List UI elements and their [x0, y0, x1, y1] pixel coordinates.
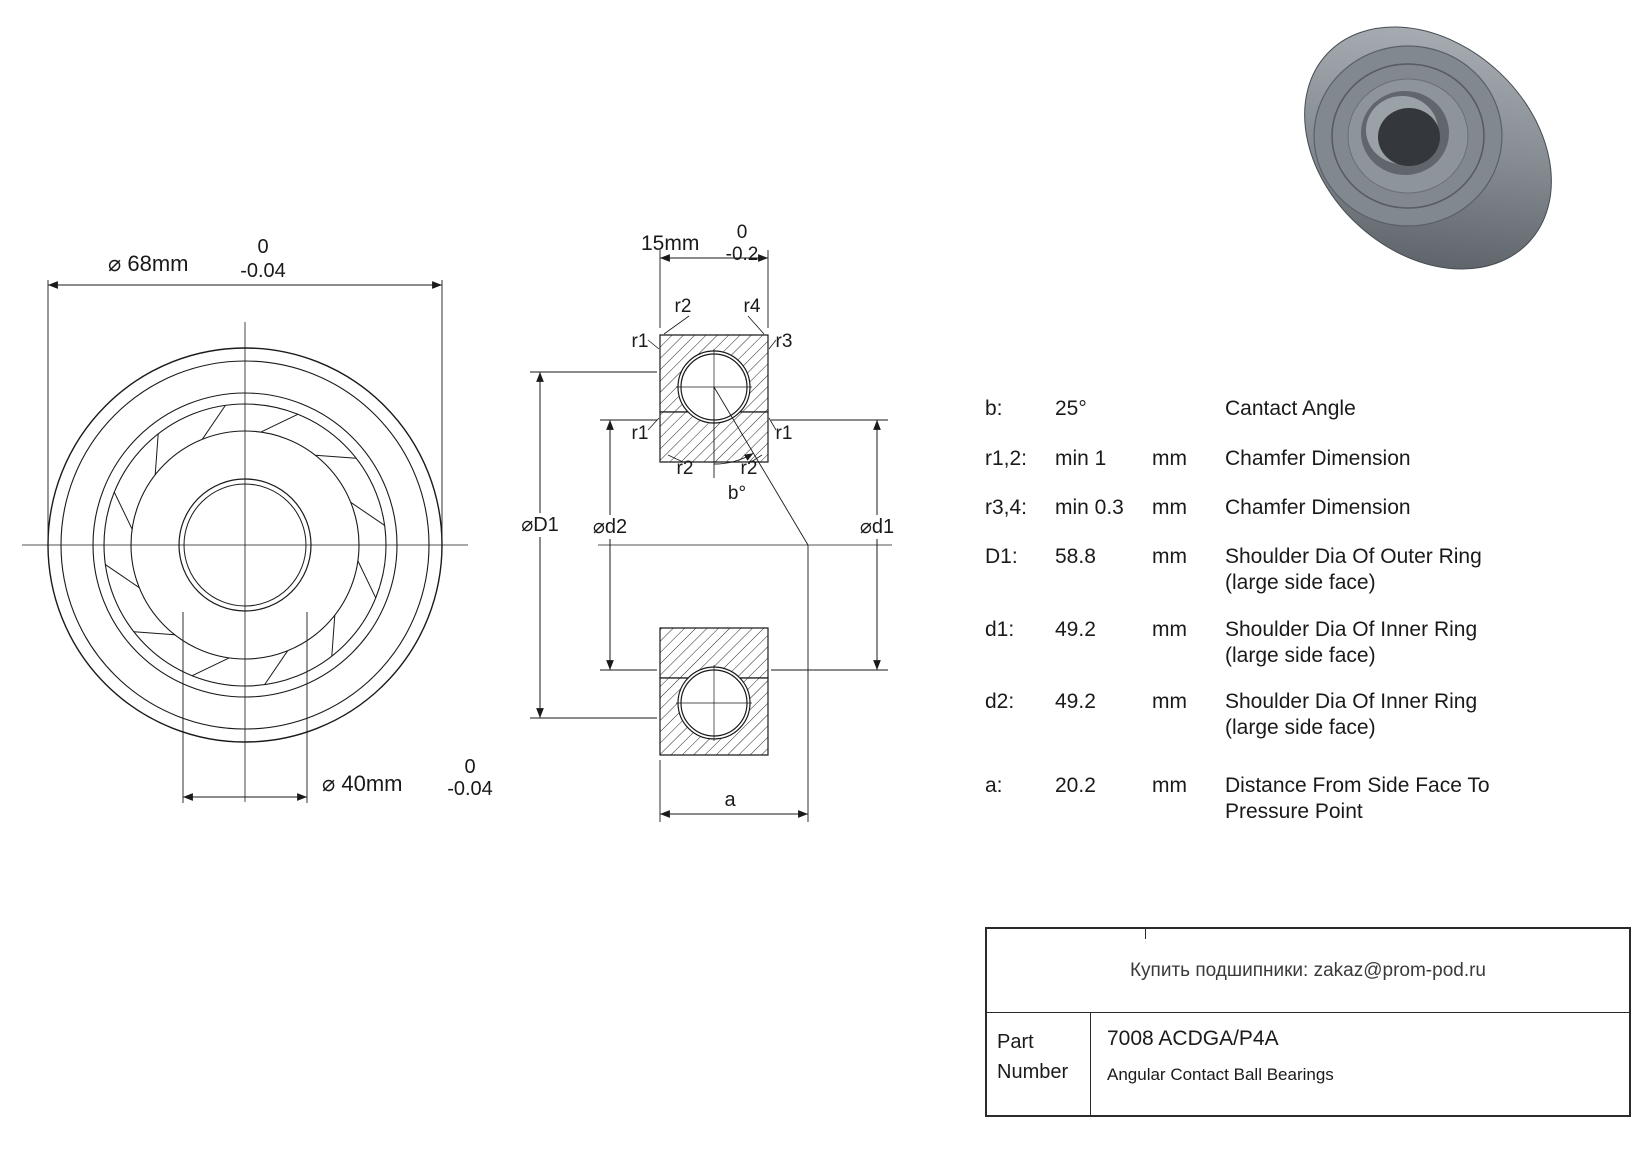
spec-value: 49.2: [1055, 690, 1096, 713]
width-dimension-label: 15mm: [641, 232, 699, 255]
contact-angle-construction: [713, 386, 809, 546]
chamfer-label-r2-bottom-right: r2: [741, 458, 758, 479]
bearing-type-text: Angular Contact Ball Bearings: [1107, 1065, 1334, 1084]
spec-description: Shoulder Dia Of Outer Ring(large side fa…: [1225, 545, 1482, 594]
spec-description: Chamfer Dimension: [1225, 496, 1411, 519]
od-tolerance-upper: 0: [257, 236, 268, 258]
dim-D1-label: ⌀D1: [521, 514, 559, 536]
chamfer-label-r3-top-right: r3: [776, 331, 793, 352]
spec-key: a:: [985, 774, 1003, 797]
bore-tolerance-upper: 0: [464, 756, 475, 778]
dim-d2-label-bg: [586, 515, 635, 539]
spec-row-r34: r3,4: min 0.3 mm Chamfer Dimension: [985, 495, 1630, 521]
spec-unit: mm: [1152, 774, 1187, 797]
dim-a-label: a: [724, 789, 736, 811]
spec-key: r1,2:: [985, 447, 1028, 470]
part-number-value: 7008 ACDGA/P4A: [1107, 1027, 1279, 1050]
spec-description: Shoulder Dia Of Inner Ring(large side fa…: [1225, 690, 1478, 739]
spec-row-D1: D1: 58.8 mm Shoulder Dia Of Outer Ring(l…: [985, 544, 1630, 596]
bore-tolerance-lower: -0.04: [447, 778, 493, 800]
spec-value: 25°: [1055, 397, 1087, 420]
contact-angle-label: b°: [728, 483, 746, 504]
part-number-label: Part Number: [987, 1013, 1091, 1116]
spec-unit: mm: [1152, 545, 1187, 568]
dim-d1-label-bg: [853, 515, 902, 539]
spec-unit: mm: [1152, 690, 1187, 713]
spec-row-r12: r1,2: min 1 mm Chamfer Dimension: [985, 446, 1630, 472]
width-tolerance-upper: 0: [737, 222, 748, 243]
bearing-section-view: [530, 250, 892, 822]
spec-row-d2: d2: 49.2 mm Shoulder Dia Of Inner Ring(l…: [985, 689, 1630, 741]
spec-key: d1:: [985, 618, 1015, 641]
bearing-front-view: [22, 280, 468, 803]
contact-email-text: Купить подшипники: zakaz@prom-pod.ru: [1129, 959, 1487, 981]
spec-key: r3,4:: [985, 496, 1028, 519]
spec-row-b: b: 25° Cantact Angle: [985, 396, 1630, 422]
od-dimension-label: ⌀ 68mm: [108, 251, 188, 276]
spec-description: Cantact Angle: [1225, 397, 1356, 420]
cage-pockets: [105, 405, 385, 685]
spec-description: Shoulder Dia Of Inner Ring(large side fa…: [1225, 618, 1478, 667]
dim-d1-label: ⌀d1: [860, 516, 894, 538]
spec-value: 49.2: [1055, 618, 1096, 641]
title-block-contact-row: Купить подшипники: zakaz@prom-pod.ru: [987, 929, 1629, 1013]
spec-value: min 1: [1055, 447, 1107, 470]
chamfer-label-r2-top: r2: [675, 296, 692, 317]
spec-row-d1: d1: 49.2 mm Shoulder Dia Of Inner Ring(l…: [985, 617, 1630, 669]
chamfer-leaders: [647, 315, 777, 463]
spec-key: D1:: [985, 545, 1018, 568]
part-info-cell: 7008 ACDGA/P4A Angular Contact Ball Bear…: [1091, 1013, 1629, 1116]
title-block-part-row: Part Number 7008 ACDGA/P4A Angular Conta…: [987, 1013, 1629, 1116]
dim-d2-label: ⌀d2: [593, 516, 627, 538]
spec-key: b:: [985, 397, 1003, 420]
chamfer-label-r1-mid-left: r1: [632, 423, 649, 444]
spec-unit: mm: [1152, 496, 1187, 519]
chamfer-label-r4-top: r4: [744, 296, 761, 317]
title-block-tick: [1145, 929, 1146, 939]
chamfer-label-r1-mid-right: r1: [776, 423, 793, 444]
width-tolerance-lower: -0.2: [726, 244, 759, 265]
dim-D1-label-bg: [514, 513, 566, 537]
bore-dimension-label: ⌀ 40mm: [322, 771, 402, 796]
od-tolerance-lower: -0.04: [240, 260, 286, 282]
spec-key: d2:: [985, 690, 1015, 713]
spec-unit: mm: [1152, 447, 1187, 470]
spec-value: 20.2: [1055, 774, 1096, 797]
spec-unit: mm: [1152, 618, 1187, 641]
bearing-3d-render: [1304, 26, 1552, 270]
chamfer-label-r2-bottom-left: r2: [677, 458, 694, 479]
spec-value: 58.8: [1055, 545, 1096, 568]
spec-value: min 0.3: [1055, 496, 1124, 519]
spec-description: Chamfer Dimension: [1225, 447, 1411, 470]
chamfer-label-r1-top-left: r1: [632, 331, 649, 352]
title-block: Купить подшипники: zakaz@prom-pod.ru Par…: [985, 927, 1631, 1117]
